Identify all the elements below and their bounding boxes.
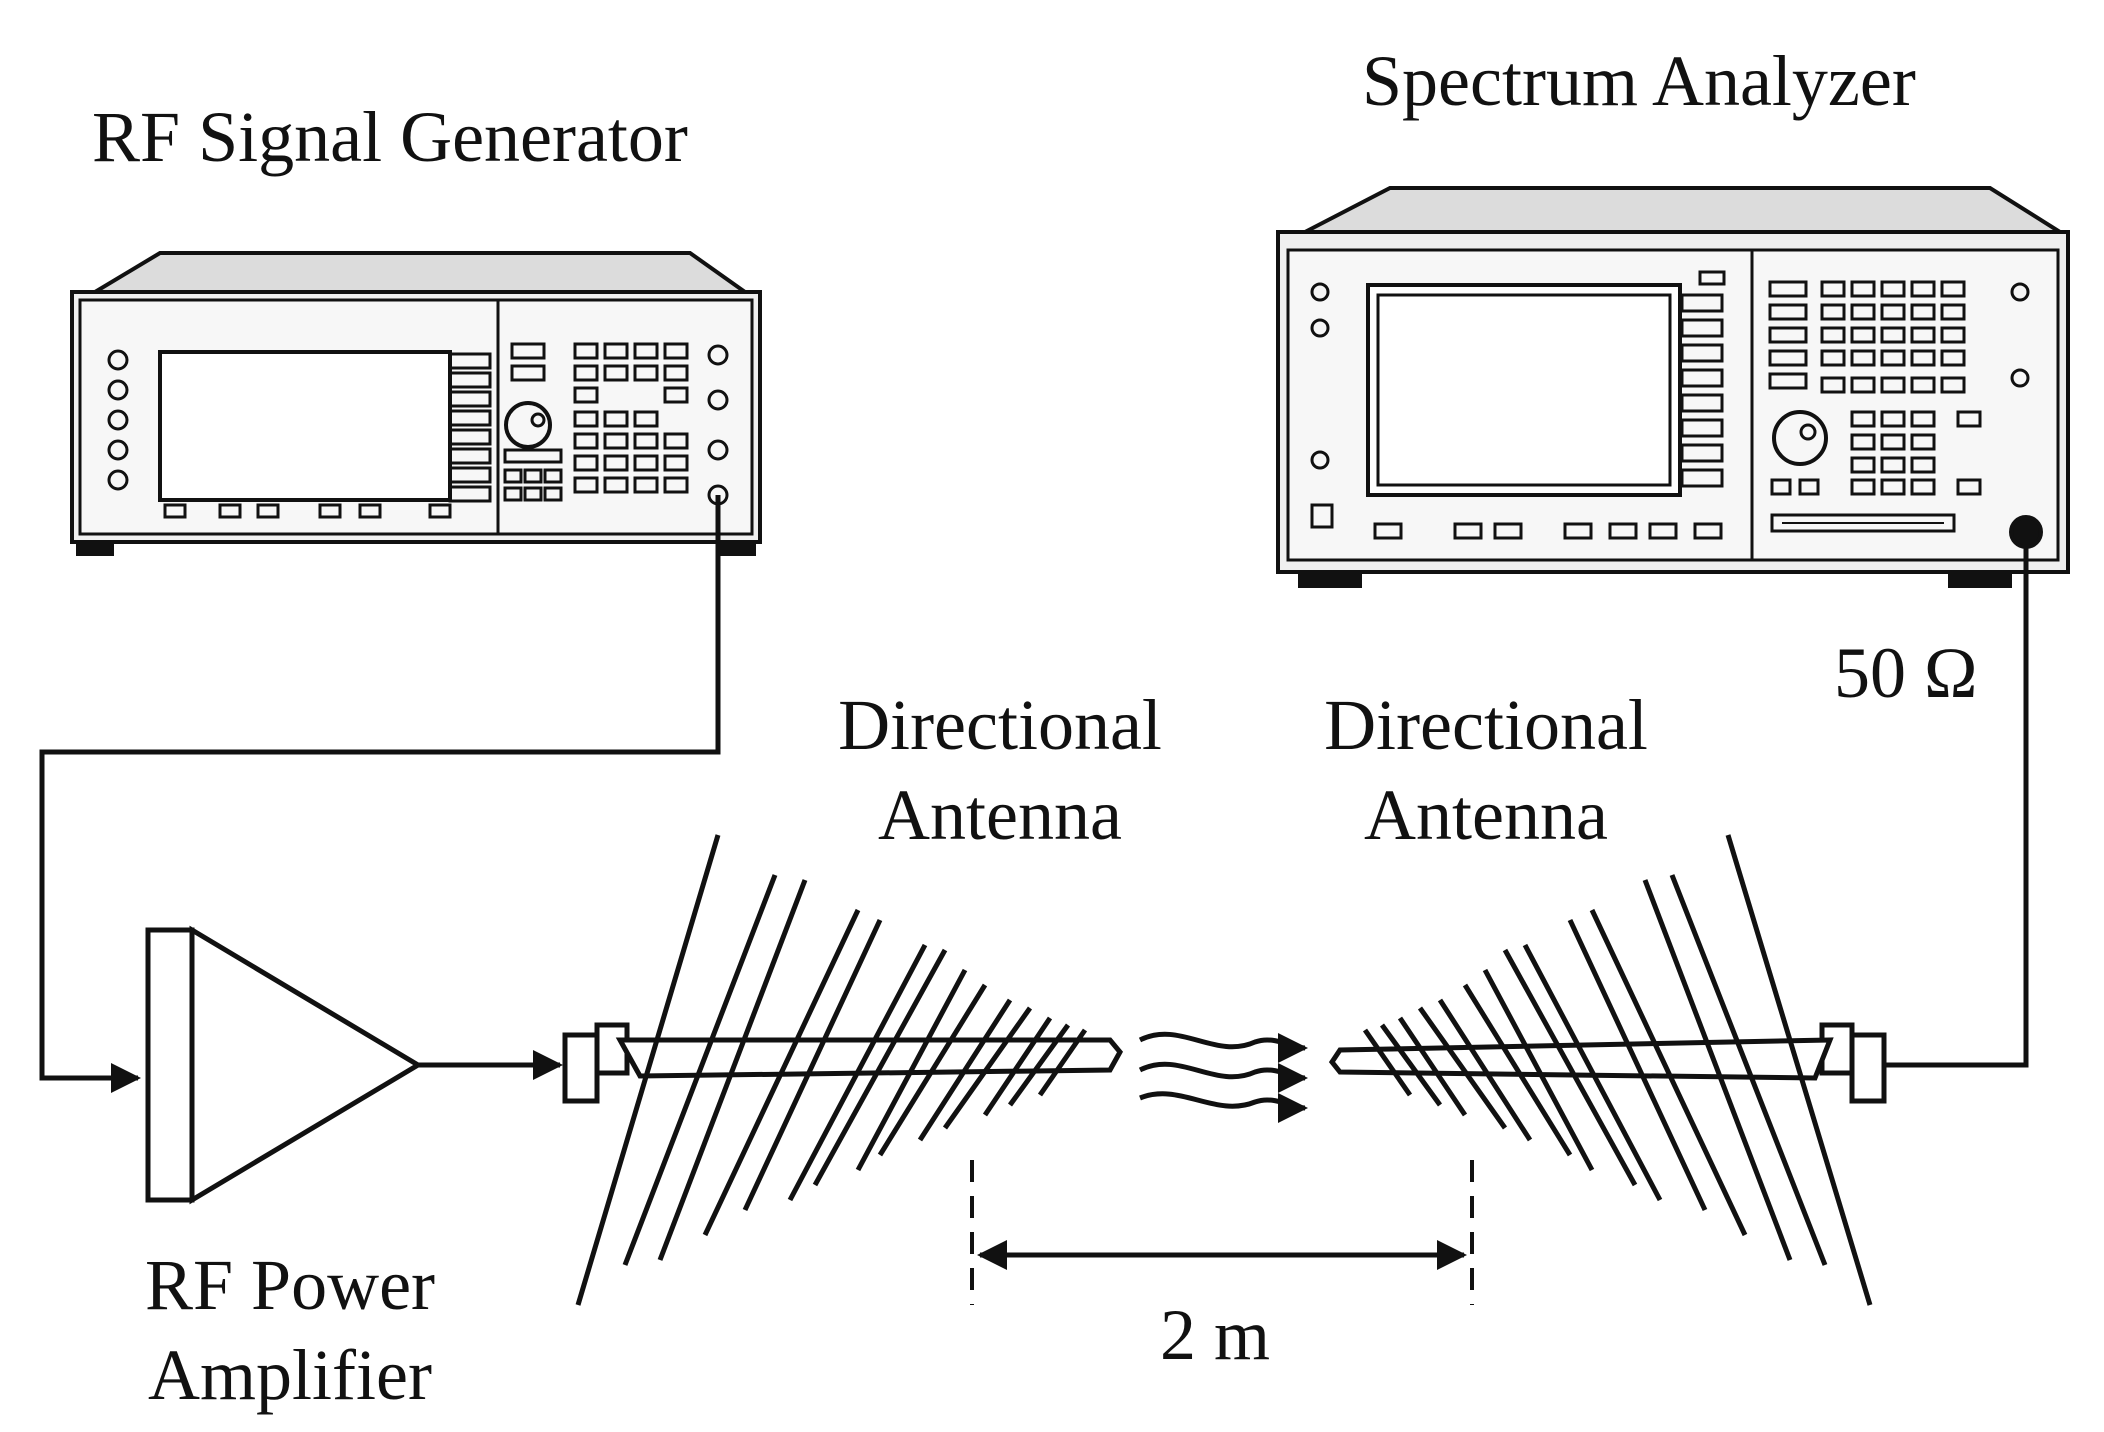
distance-dimension xyxy=(970,1160,1474,1305)
propagation-wave-arrows xyxy=(1138,1031,1308,1123)
transmit-antenna-label: Directional Antenna xyxy=(810,680,1190,860)
signal-generator-label: RF Signal Generator xyxy=(92,97,688,177)
amplifier-label: RF Power Amplifier xyxy=(100,1240,480,1420)
receive-antenna-label: Directional Antenna xyxy=(1296,680,1676,860)
rf-power-amplifier-symbol xyxy=(145,925,423,1205)
tuning-knob-icon xyxy=(504,401,552,449)
receive-antenna-icon xyxy=(1328,834,1887,1306)
receive-antenna-label-line2: Antenna xyxy=(1364,775,1608,855)
transmit-antenna-label-line1: Directional xyxy=(838,685,1162,765)
signal-generator-device xyxy=(70,251,762,556)
transmit-antenna-label-line2: Antenna xyxy=(878,775,1122,855)
receive-antenna-label-line1: Directional xyxy=(1324,685,1648,765)
amplifier-label-line1: RF Power xyxy=(144,1245,436,1325)
impedance-label: 50 Ω xyxy=(1834,633,1978,713)
generator-to-amplifier-cable xyxy=(39,495,721,1093)
distance-label: 2 m xyxy=(1160,1295,1271,1375)
amplifier-label-line2: Amplifier xyxy=(148,1335,432,1415)
spectrum-analyzer-label: Spectrum Analyzer xyxy=(1362,41,1916,121)
analyzer-to-antenna-cable xyxy=(1880,532,2029,1068)
transmit-antenna-icon xyxy=(562,834,1124,1306)
spectrum-analyzer-device xyxy=(1276,186,2070,588)
analyzer-knob-icon xyxy=(1772,410,1828,466)
